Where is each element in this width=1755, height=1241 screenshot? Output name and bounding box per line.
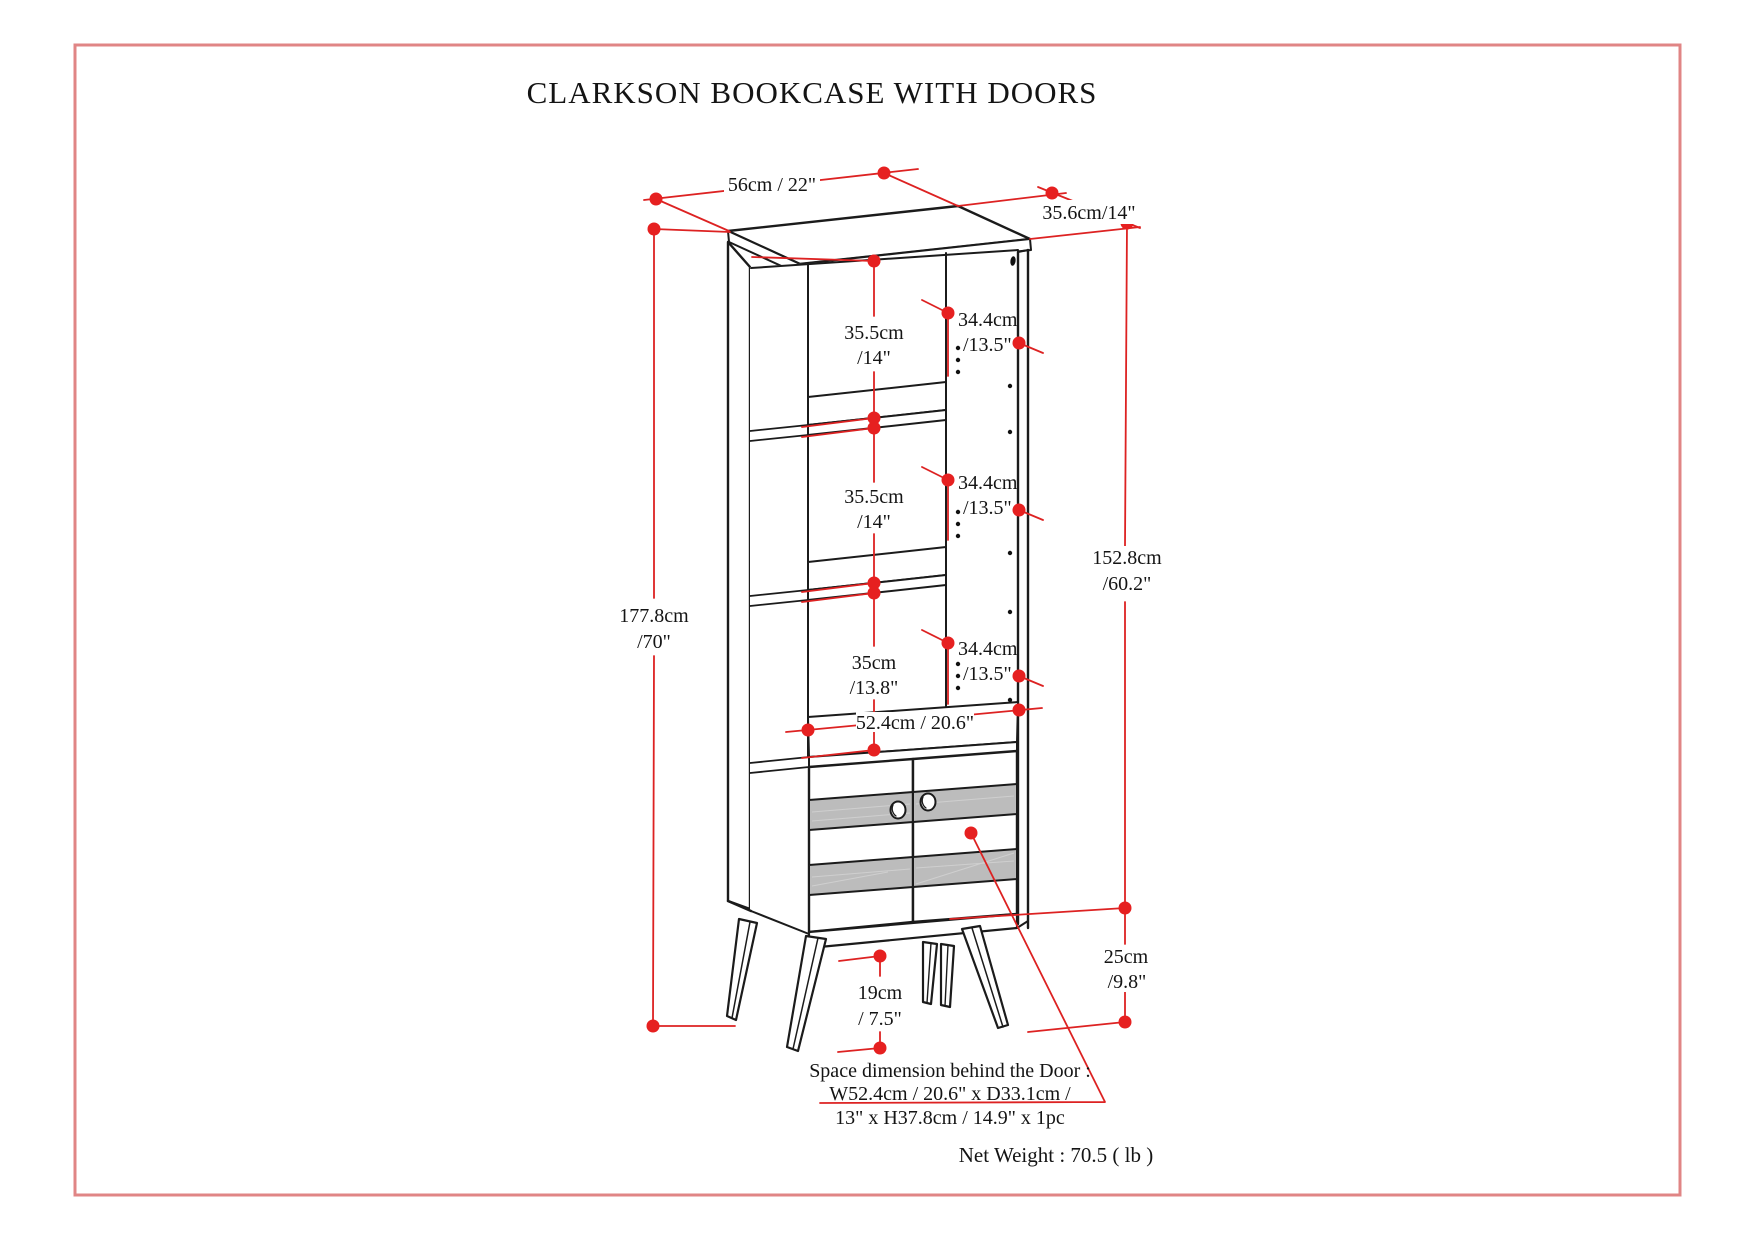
left-side-panel (726, 240, 752, 911)
door-right (911, 749, 1019, 924)
page-border (73, 43, 1682, 1197)
label-body-height-in: /60.2" (1103, 573, 1152, 595)
leg-front-right (960, 924, 1010, 1030)
label-leg-height-in: / 7.5" (858, 1008, 902, 1030)
dimension-dots (646, 166, 1134, 1055)
label-total-height-cm: 177.8cm (619, 605, 689, 627)
label-leg-height-cm: 19cm (858, 982, 903, 1004)
label-comp3-clear-in: /13.5" (963, 663, 1012, 685)
pin-holes (955, 345, 1013, 703)
label-top-depth: 35.6cm/14" (1042, 202, 1135, 224)
label-shelf-width: 52.4cm / 20.6" (856, 712, 974, 734)
label-body-height-cm: 152.8cm (1092, 547, 1162, 569)
label-comp1-height-cm: 35.5cm (844, 322, 904, 344)
door-space-callout: Space dimension behind the Door : W52.4c… (809, 1060, 1091, 1129)
leg-front-center (785, 934, 828, 1053)
callout-line-2: W52.4cm / 20.6" x D33.1cm / (829, 1083, 1071, 1105)
label-comp1-clear-cm: 34.4cm (958, 309, 1018, 331)
label-comp1-clear-in: /13.5" (963, 334, 1012, 356)
label-top-width: 56cm / 22" (728, 174, 816, 196)
door-latch-mark (1010, 256, 1016, 266)
label-comp2-clear-in: /13.5" (963, 497, 1012, 519)
leg-front-left (725, 917, 759, 1022)
label-backgrounds (618, 172, 1164, 1028)
leg-back-right (939, 942, 956, 1009)
label-comp3-height-cm: 35cm (852, 652, 897, 674)
dimension-labels: 56cm / 22" 35.6cm/14" 177.8cm /70" 152.8… (619, 174, 1162, 1030)
label-total-height-in: /70" (637, 631, 671, 653)
callout-line-1: Space dimension behind the Door : (809, 1060, 1091, 1082)
door-left (807, 757, 915, 934)
label-comp2-height-in: /14" (857, 511, 891, 533)
label-comp2-height-cm: 35.5cm (844, 486, 904, 508)
label-comp2-clear-cm: 34.4cm (958, 472, 1018, 494)
label-comp3-clear-cm: 34.4cm (958, 638, 1018, 660)
page-title: CLARKSON BOOKCASE WITH DOORS (527, 75, 1098, 110)
label-base-clearance-in: /9.8" (1108, 971, 1147, 993)
callout-line-3: 13" x H37.8cm / 14.9" x 1pc (835, 1107, 1065, 1129)
legs (725, 917, 1010, 1053)
net-weight: Net Weight : 70.5 ( lb ) (959, 1143, 1153, 1167)
label-comp3-height-in: /13.8" (850, 677, 899, 699)
label-base-clearance-cm: 25cm (1104, 946, 1149, 968)
label-comp1-height-in: /14" (857, 347, 891, 369)
leg-back-left (921, 940, 939, 1006)
